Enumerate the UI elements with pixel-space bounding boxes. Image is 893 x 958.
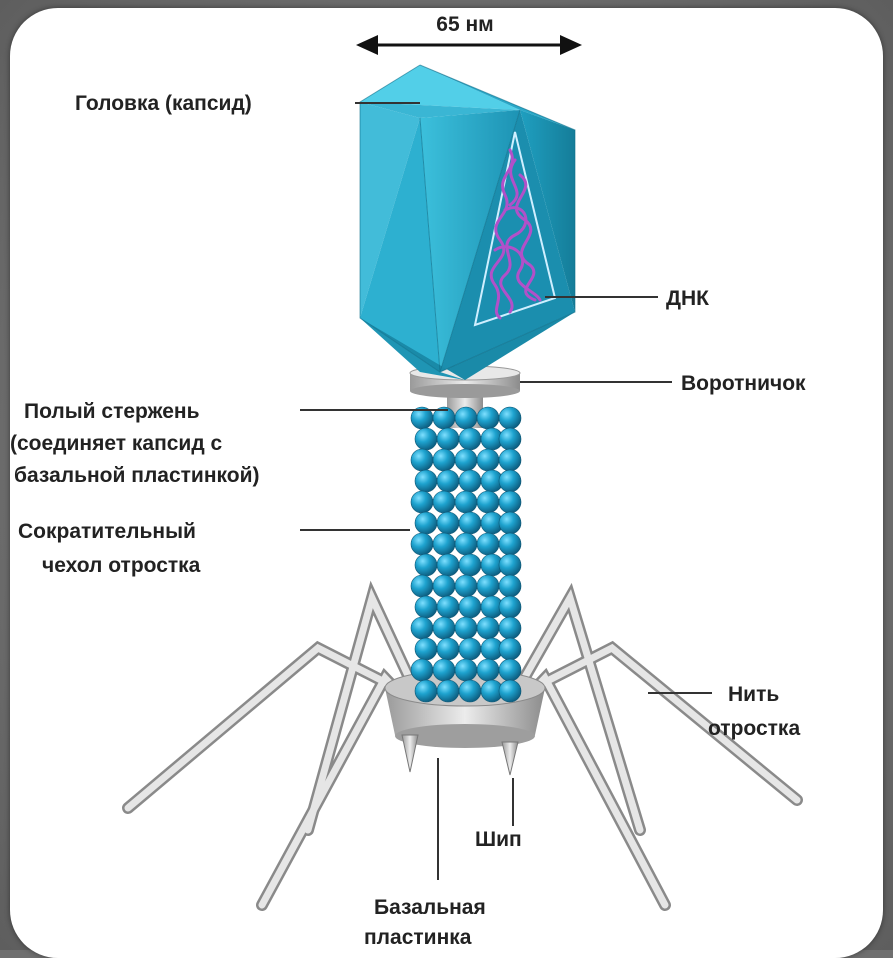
sheath-bead	[499, 491, 521, 513]
sheath-bead	[411, 617, 433, 639]
sheath-bead	[499, 470, 521, 492]
sheath-bead	[415, 680, 437, 702]
label-base-plate-2: пластинка	[364, 926, 472, 949]
sheath-bead	[459, 596, 481, 618]
sheath-bead	[499, 449, 521, 471]
sheath-bead	[437, 596, 459, 618]
sheath-bead	[499, 575, 521, 597]
scale-arrow	[356, 35, 582, 55]
capsid-head	[360, 65, 575, 380]
sheath-bead	[437, 512, 459, 534]
label-sheath-2: чехол отростка	[42, 554, 201, 577]
sheath-bead	[411, 449, 433, 471]
sheath-bead	[455, 449, 477, 471]
sheath-bead	[477, 575, 499, 597]
sheath-bead	[433, 575, 455, 597]
sheath-bead	[499, 659, 521, 681]
sheath-bead	[477, 407, 499, 429]
sheath-bead	[499, 617, 521, 639]
label-hollow-rod-3: базальной пластинкой)	[14, 464, 259, 487]
sheath-bead	[459, 680, 481, 702]
sheath-bead	[411, 659, 433, 681]
sheath-bead	[459, 428, 481, 450]
sheath-bead	[455, 491, 477, 513]
sheath-bead	[499, 680, 521, 702]
label-tail-fiber-2: отростка	[708, 717, 800, 740]
sheath-bead	[459, 512, 481, 534]
sheath-bead	[433, 617, 455, 639]
sheath-bead	[477, 491, 499, 513]
label-hollow-rod-2: (соединяет капсид с	[10, 432, 223, 455]
sheath-bead	[415, 428, 437, 450]
scale-label: 65 нм	[436, 13, 493, 36]
label-hollow-rod-1: Полый стержень	[24, 400, 200, 423]
label-dna: ДНК	[666, 287, 709, 310]
sheath-bead	[415, 554, 437, 576]
sheath-bead	[459, 638, 481, 660]
label-head: Головка (капсид)	[75, 92, 252, 115]
sheath-bead	[459, 554, 481, 576]
sheath-bead	[437, 428, 459, 450]
label-tail-fiber-1: Нить	[728, 683, 779, 706]
sheath-bead	[477, 449, 499, 471]
sheath-bead	[455, 407, 477, 429]
sheath-bead	[499, 638, 521, 660]
sheath-bead	[415, 512, 437, 534]
sheath-bead	[499, 596, 521, 618]
sheath-bead	[477, 533, 499, 555]
sheath-bead	[455, 575, 477, 597]
sheath-bead	[499, 407, 521, 429]
label-collar: Воротничок	[681, 372, 806, 395]
sheath-bead	[433, 533, 455, 555]
contractile-sheath	[411, 407, 521, 702]
sheath-bead	[411, 575, 433, 597]
sheath-bead	[415, 638, 437, 660]
sheath-bead	[433, 659, 455, 681]
sheath-bead	[437, 470, 459, 492]
label-sheath-1: Сократительный	[18, 520, 196, 543]
label-base-plate-1: Базальная	[374, 896, 486, 919]
sheath-bead	[415, 470, 437, 492]
label-spike: Шип	[475, 828, 522, 851]
sheath-bead	[459, 470, 481, 492]
sheath-bead	[499, 428, 521, 450]
sheath-bead	[437, 554, 459, 576]
sheath-bead	[411, 491, 433, 513]
sheath-bead	[437, 638, 459, 660]
sheath-bead	[415, 596, 437, 618]
sheath-bead	[455, 659, 477, 681]
sheath-bead	[499, 512, 521, 534]
sheath-bead	[477, 617, 499, 639]
sheath-bead	[433, 449, 455, 471]
sheath-bead	[455, 533, 477, 555]
sheath-bead	[477, 659, 499, 681]
sheath-bead	[499, 533, 521, 555]
sheath-bead	[437, 680, 459, 702]
sheath-bead	[411, 533, 433, 555]
sheath-bead	[499, 554, 521, 576]
sheath-bead	[455, 617, 477, 639]
sheath-bead	[433, 491, 455, 513]
